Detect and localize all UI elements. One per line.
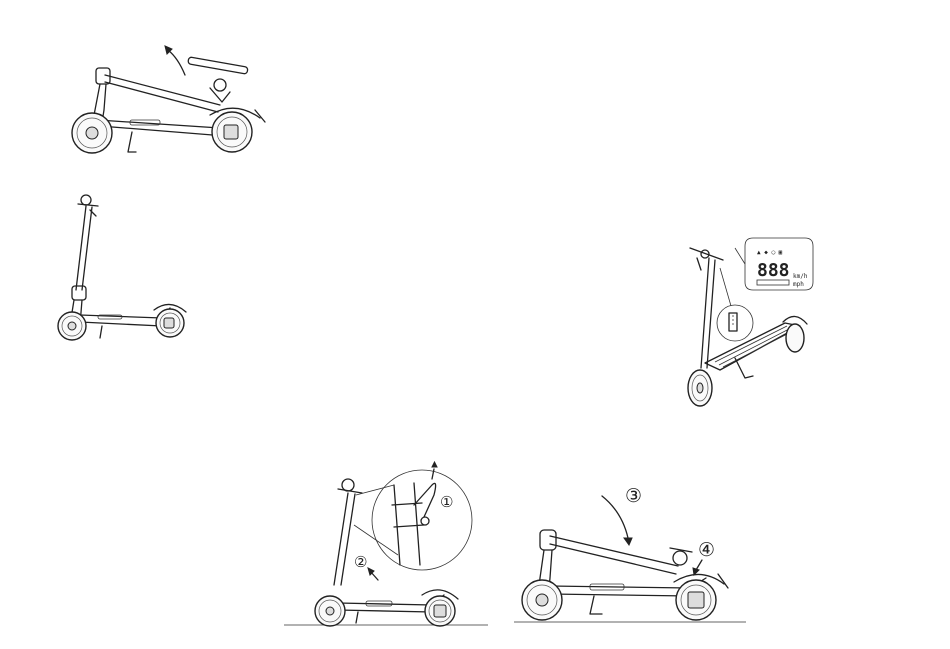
- figure-folded-hook: ③ ④: [510, 478, 750, 628]
- display-unit: km/h: [793, 273, 808, 280]
- throttle-callout: [717, 305, 753, 341]
- lcd-display: ▲ ◆ ◯ ▣ 888 km/h mph: [757, 249, 808, 288]
- step-3-marker: ③: [625, 485, 642, 507]
- svg-text:▲ ◆ ◯ ▣: ▲ ◆ ◯ ▣: [757, 249, 783, 256]
- step-2-marker: ②: [354, 553, 367, 571]
- figure-scooter-display: ▲ ◆ ◯ ▣ 888 km/h mph: [675, 238, 815, 413]
- display-mode: mph: [793, 281, 804, 288]
- latch-detail-circle: [372, 470, 472, 570]
- step-4-marker: ④: [698, 539, 715, 561]
- fold-arrow: [168, 50, 185, 75]
- figure-latch-release: ① ②: [282, 465, 492, 630]
- display-digits: 888: [757, 260, 790, 281]
- step-1-marker: ①: [440, 493, 453, 511]
- figure-folding-scooter: [60, 40, 280, 165]
- figure-upright-scooter: [50, 190, 200, 350]
